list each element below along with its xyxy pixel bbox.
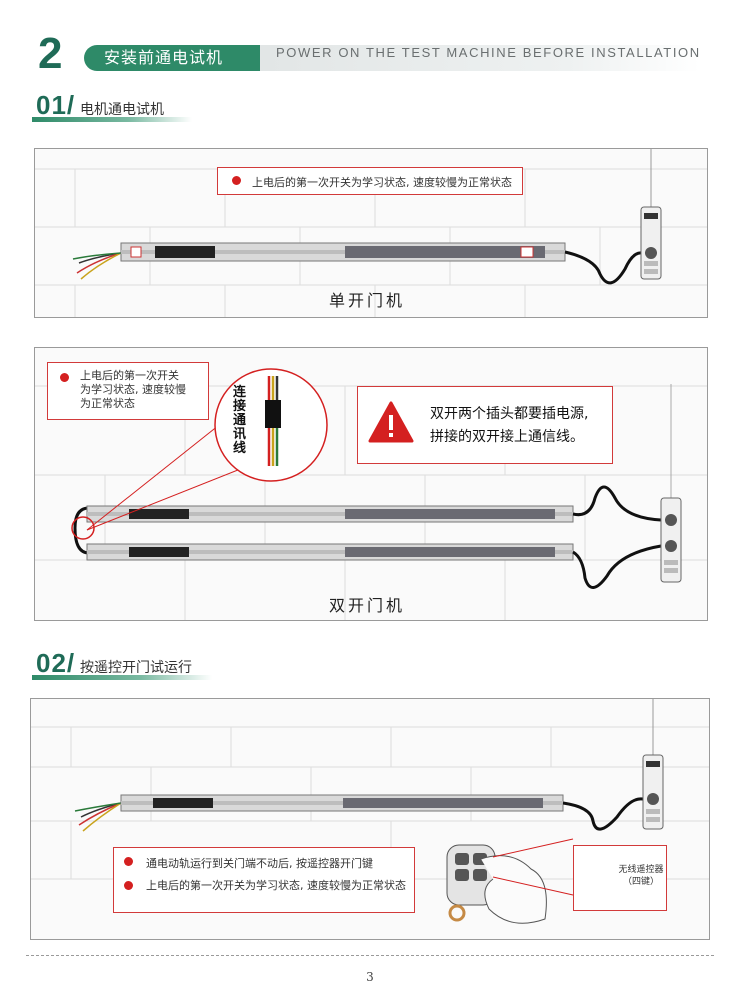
red-bullet-icon <box>232 176 241 185</box>
single-door-panel: 上电后的第一次开关为学习状态, 速度较慢为正常状态 单开门机 <box>34 148 708 318</box>
remote-test-notes: 通电动轨运行到关门端不动后, 按遥控器开门键 上电后的第一次开关为学习状态, 速… <box>113 847 415 913</box>
chapter-title: 安装前通电试机 <box>84 45 260 71</box>
section-number: 01/ <box>36 90 76 120</box>
chapter-number: 2 <box>38 29 63 78</box>
note-text: 通电动轨运行到关门端不动后, 按遥控器开门键 <box>146 857 373 870</box>
warning-box: 双开两个插头都要插电源, 拼接的双开接上通信线。 <box>357 386 613 464</box>
warning-triangle-icon <box>368 401 414 443</box>
learning-state-note: 上电后的第一次开关为学习状态, 速度较慢为正常状态 <box>217 167 523 195</box>
chapter-title-en: POWER ON THE TEST MACHINE BEFORE INSTALL… <box>276 45 701 60</box>
single-door-caption: 单开门机 <box>329 291 406 310</box>
section-title: 按遥控开门试运行 <box>80 660 192 676</box>
note-line: 为学习状态, 速度较慢 <box>80 383 186 396</box>
red-bullet-icon <box>124 857 133 866</box>
note-line: 上电后的第一次开关 <box>80 369 179 382</box>
section-underline <box>32 675 212 680</box>
warning-line: 双开两个插头都要插电源, <box>430 406 589 422</box>
single-door-illustration <box>35 149 707 317</box>
double-door-caption: 双开门机 <box>329 596 406 615</box>
footer-divider <box>26 955 714 956</box>
remote-label-line: （四键） <box>622 877 659 887</box>
warning-line: 拼接的双开接上通信线。 <box>430 429 584 445</box>
remote-label-box: 无线遥控器 （四键） <box>573 845 667 911</box>
remote-test-panel: 通电动轨运行到关门端不动后, 按遥控器开门键 上电后的第一次开关为学习状态, 速… <box>30 698 710 940</box>
remote-label-line: 无线遥控器 <box>618 865 664 875</box>
note-text: 上电后的第一次开关为学习状态, 速度较慢为正常状态 <box>252 176 512 189</box>
chapter-title-bar <box>260 45 700 71</box>
section-underline <box>32 117 192 122</box>
red-bullet-icon <box>124 881 133 890</box>
connector-label: 连 接 通 讯 线 <box>233 385 247 456</box>
section-number: 02/ <box>36 648 76 678</box>
section-title: 电机通电试机 <box>80 102 164 118</box>
remote-control-icon <box>446 844 496 922</box>
note-text: 上电后的第一次开关为学习状态, 速度较慢为正常状态 <box>146 879 406 892</box>
double-door-panel: 上电后的第一次开关 为学习状态, 速度较慢 为正常状态 连 接 通 讯 线 双开… <box>34 347 708 621</box>
red-bullet-icon <box>60 373 69 382</box>
double-door-illustration <box>35 368 707 620</box>
page-number: 3 <box>366 970 374 984</box>
note-line: 为正常状态 <box>80 397 135 410</box>
learning-state-note: 上电后的第一次开关 为学习状态, 速度较慢 为正常状态 <box>47 362 209 420</box>
